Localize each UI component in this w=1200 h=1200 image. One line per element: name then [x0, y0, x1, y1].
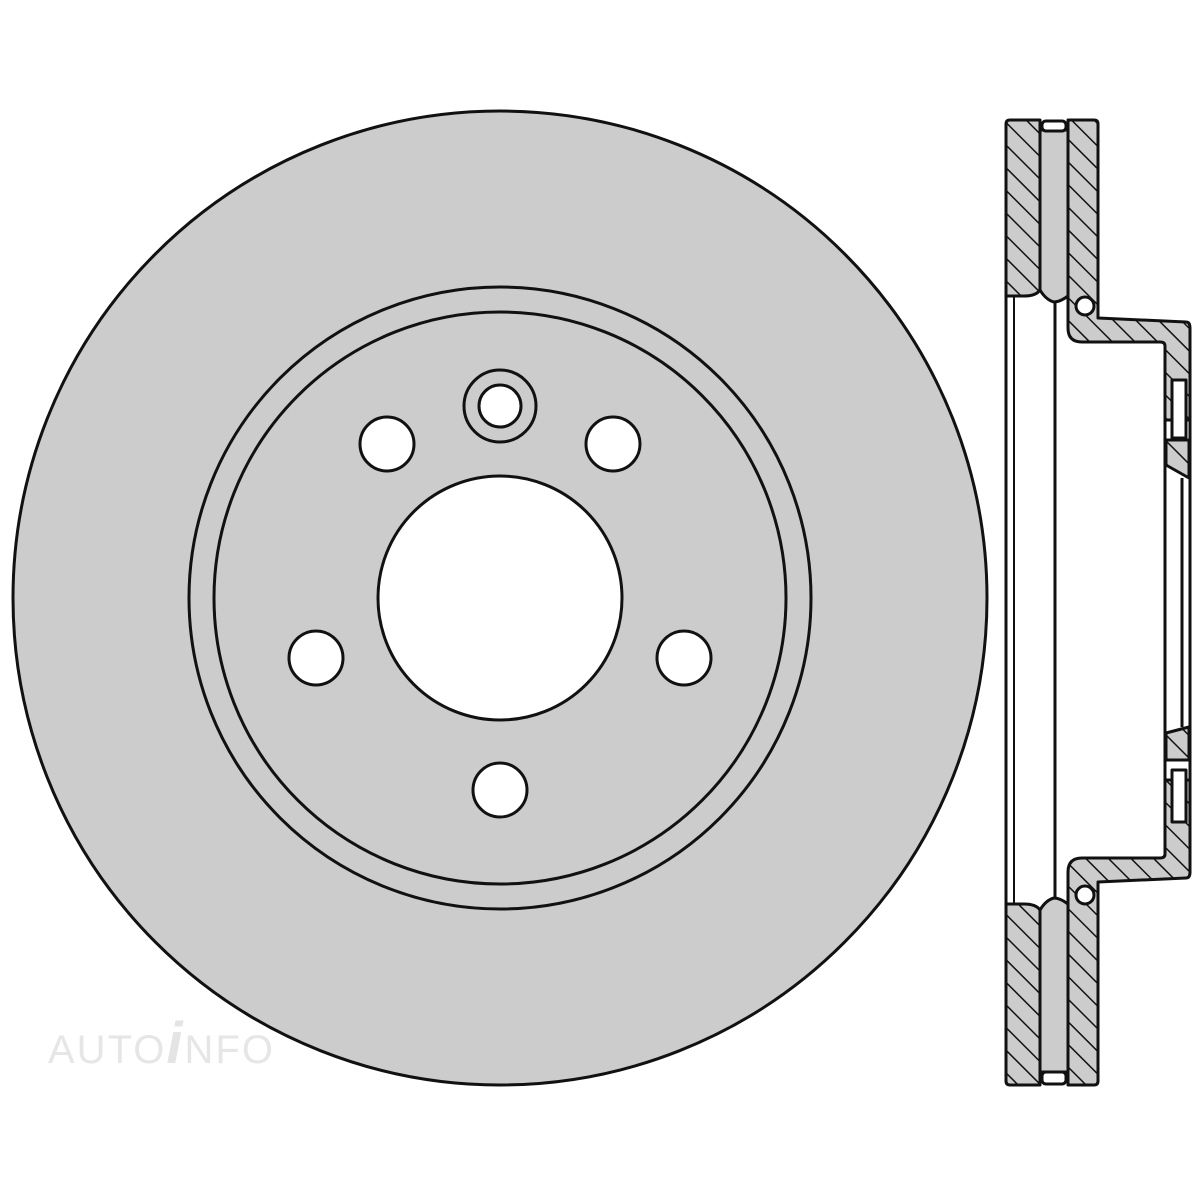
vane-gap-top — [1038, 128, 1070, 304]
inner-cheek-hat-bottom — [1066, 778, 1192, 1087]
hat-hatch-lower — [1164, 725, 1191, 762]
bolt-hole — [584, 415, 642, 473]
outer-cheek-bottom — [1004, 902, 1042, 1087]
outer-cheek-top — [1004, 118, 1042, 298]
fillet-hole-bottom — [1074, 884, 1096, 906]
hat-slot-lower — [1170, 768, 1188, 824]
hat-hatch-upper — [1164, 438, 1191, 480]
bolt-hole — [287, 629, 345, 687]
watermark-text-left: AUTO — [48, 1028, 167, 1072]
locator-ring — [462, 368, 538, 444]
fillet-hole-top — [1074, 295, 1096, 317]
bolt-hole — [358, 415, 416, 473]
autoinfo-watermark: AUTOiNFO — [48, 1010, 275, 1077]
watermark-text-right: NFO — [184, 1028, 275, 1072]
vane-gap-bottom — [1038, 896, 1070, 1074]
bolt-hole — [471, 761, 529, 819]
center-bore — [376, 474, 624, 722]
front-view — [11, 109, 989, 1087]
vent-slot-top — [1040, 119, 1068, 133]
vent-slot-bottom — [1040, 1070, 1068, 1086]
locator-hole — [477, 383, 523, 429]
hat-slot-upper — [1170, 378, 1188, 440]
hat-ring-inner — [212, 310, 788, 886]
hat-ring-outer — [187, 285, 813, 911]
watermark-i-logo: i — [166, 1011, 185, 1076]
side-section-view — [1004, 118, 1192, 1087]
bolt-hole — [655, 629, 713, 687]
inner-cheek-hat-top — [1066, 118, 1192, 422]
